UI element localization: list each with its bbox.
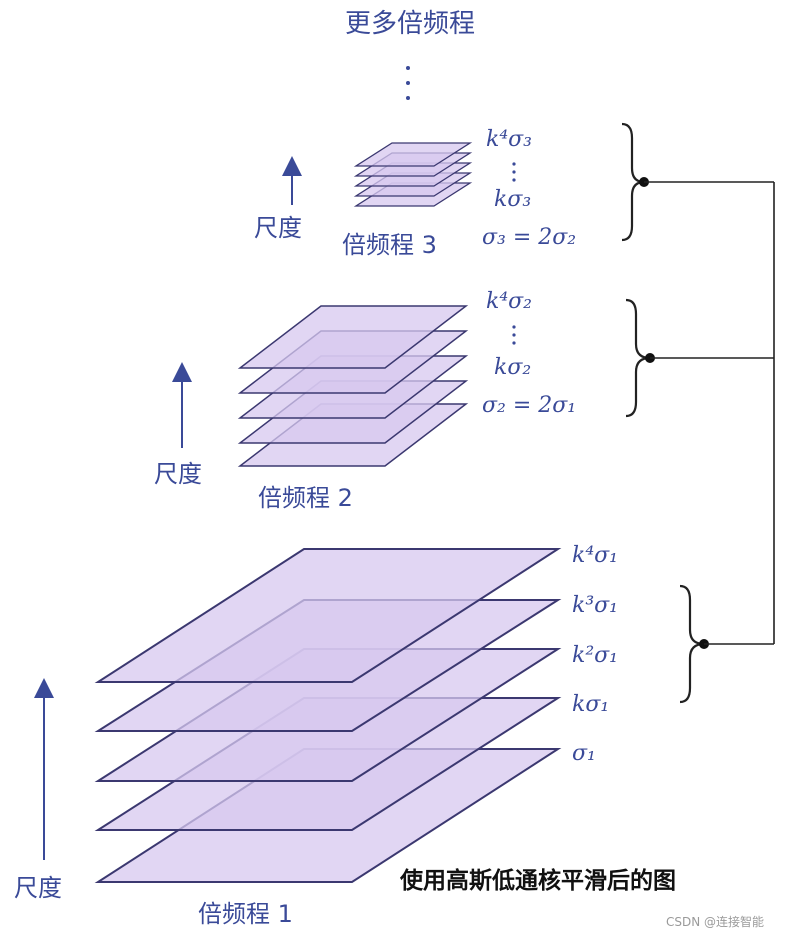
continuation-dots bbox=[406, 66, 410, 100]
octave-1-layer bbox=[94, 548, 562, 683]
watermark: CSDN @连接智能 bbox=[666, 914, 764, 929]
octave-2-axis-label: 尺度 bbox=[154, 460, 202, 488]
octave-1-layers bbox=[94, 548, 562, 883]
octave-connector bbox=[644, 181, 775, 645]
octave-3-axis-label: 尺度 bbox=[254, 214, 302, 242]
octave-2-scale-label: σ₂ = 2σ₁ bbox=[482, 393, 576, 418]
octave-3-layers bbox=[353, 142, 473, 207]
octave-3-scale-dots bbox=[512, 162, 516, 182]
octave-3-name: 倍频程 3 bbox=[342, 231, 437, 259]
octave-1-scale-label: k³σ₁ bbox=[572, 593, 618, 618]
octave-3-group: 尺度 倍频程 3 k⁴σ₃ kσ₃ σ₃ = 2σ₂ bbox=[254, 122, 649, 259]
octave-2-name: 倍频程 2 bbox=[258, 484, 353, 512]
octave-2-group: 尺度 倍频程 2 k⁴σ₂ kσ₂ σ₂ = 2σ₁ bbox=[154, 289, 655, 512]
octave-1-group: 尺度 倍频程 1 k⁴σ₁ k³σ₁ k²σ₁ kσ₁ σ₁ bbox=[14, 543, 709, 928]
octave-1-axis-label: 尺度 bbox=[14, 874, 62, 902]
octave-3-layer bbox=[353, 142, 473, 167]
title-more-octaves: 更多倍频程 bbox=[345, 9, 475, 39]
octave-3-scale-label: σ₃ = 2σ₂ bbox=[482, 225, 576, 250]
octave-2-scale-dots bbox=[512, 325, 516, 345]
octave-2-layer bbox=[237, 305, 469, 369]
octave-1-name: 倍频程 1 bbox=[198, 900, 293, 928]
octave-2-scale-label: kσ₂ bbox=[494, 355, 531, 380]
octave-1-scale-label: kσ₁ bbox=[572, 692, 609, 717]
octave-1-scale-label: σ₁ bbox=[572, 741, 596, 766]
caption: 使用高斯低通核平滑后的图 bbox=[399, 867, 676, 894]
octave-2-layers bbox=[237, 305, 469, 467]
octave-3-scale-label: k⁴σ₃ bbox=[486, 127, 532, 152]
octave-1-scale-label: k²σ₁ bbox=[572, 643, 618, 668]
octave-1-scale-label: k⁴σ₁ bbox=[572, 543, 618, 568]
octave-2-scale-label: k⁴σ₂ bbox=[486, 289, 532, 314]
octave-3-scale-label: kσ₃ bbox=[494, 187, 531, 212]
